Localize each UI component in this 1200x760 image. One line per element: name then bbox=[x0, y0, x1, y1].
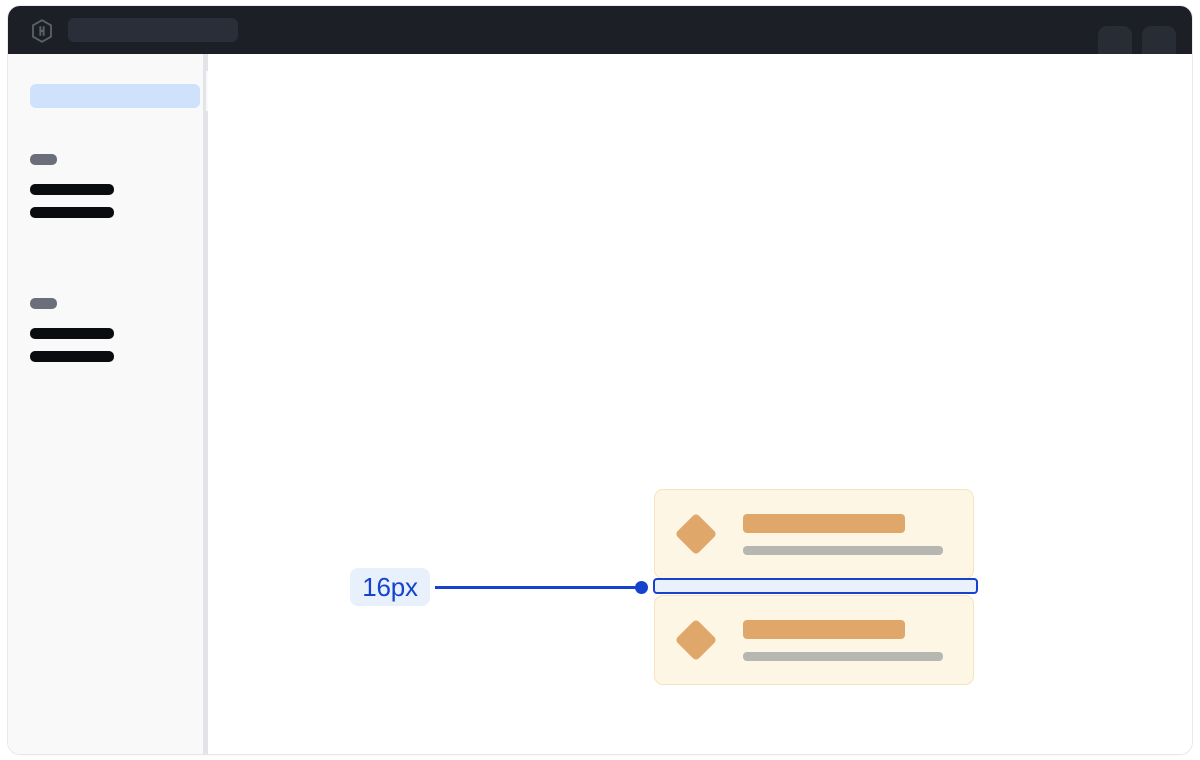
hashicorp-hex-logo-icon[interactable] bbox=[30, 19, 54, 43]
sidebar-item-2-1[interactable] bbox=[30, 328, 114, 339]
sidebar-item-1-2[interactable] bbox=[30, 207, 114, 218]
user-chip-icon[interactable] bbox=[1098, 26, 1132, 54]
sidebar-group-2-eyebrow bbox=[30, 298, 57, 309]
sidebar-group-2 bbox=[30, 298, 114, 362]
sidebar bbox=[8, 54, 203, 754]
topbar-actions bbox=[1098, 6, 1176, 54]
app-window: 16px bbox=[8, 6, 1192, 754]
sidebar-group-1 bbox=[30, 154, 114, 218]
sidebar-item-2-2[interactable] bbox=[30, 351, 114, 362]
main-content bbox=[208, 54, 1192, 754]
topbar-search-skeleton[interactable] bbox=[68, 18, 238, 42]
sidebar-item-1-1[interactable] bbox=[30, 184, 114, 195]
app-body bbox=[8, 54, 1192, 754]
top-bar bbox=[8, 6, 1192, 54]
sidebar-group-1-eyebrow bbox=[30, 154, 57, 165]
menu-chip-icon[interactable] bbox=[1142, 26, 1176, 54]
sidebar-item-selected[interactable] bbox=[30, 84, 200, 108]
